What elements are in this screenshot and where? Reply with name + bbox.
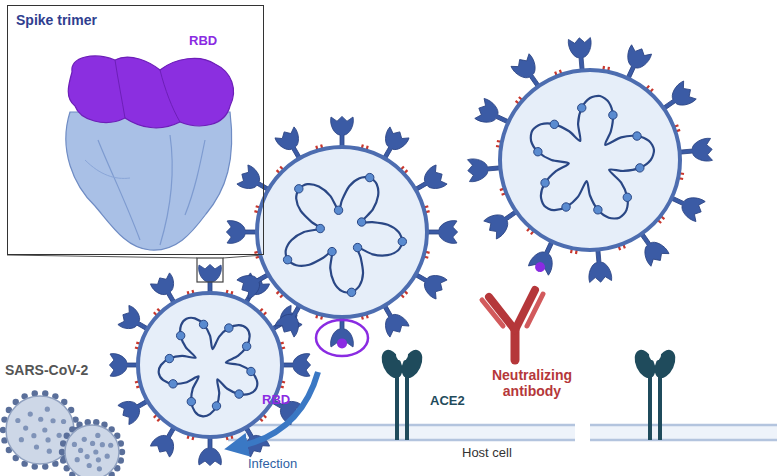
nucleocapsid — [283, 256, 291, 264]
spike-protein — [679, 138, 714, 164]
domain-label: RBD — [189, 34, 217, 49]
nucleocapsid — [165, 354, 173, 362]
virus — [226, 116, 457, 348]
nucleocapsid — [594, 206, 602, 214]
virus — [467, 37, 713, 283]
nucleocapsid — [242, 342, 250, 350]
spike-protein — [586, 249, 612, 284]
nucleocapsid — [609, 111, 617, 119]
viral-rna — [531, 96, 654, 219]
domain-label: RBD — [262, 393, 290, 408]
nucleocapsid — [366, 173, 374, 181]
nucleocapsid — [633, 132, 641, 140]
nucleocapsid — [623, 193, 631, 201]
inset-panel: Spike trimerRBD — [7, 5, 264, 255]
text-holder: RBD — [189, 34, 217, 49]
virus-group — [0, 37, 713, 476]
nucleocapsid — [295, 185, 303, 193]
spike-trimer — [66, 56, 234, 250]
nucleocapsid — [534, 148, 542, 156]
virus-envelope — [257, 147, 427, 317]
nucleocapsid — [550, 120, 558, 128]
text-holder: RBD — [262, 393, 290, 408]
virus-particle — [59, 419, 125, 476]
nucleocapsid — [578, 104, 586, 112]
nucleocapsid — [541, 179, 549, 187]
spike-protein — [226, 221, 257, 244]
process-label: Infection — [248, 457, 297, 472]
spike-protein — [331, 116, 354, 147]
viral-rna — [159, 318, 257, 416]
spike-protein — [199, 437, 222, 466]
spike-protein — [282, 354, 311, 377]
nucleocapsid — [328, 247, 336, 255]
nucleocapsid — [247, 367, 255, 375]
viral-rna — [286, 177, 403, 292]
zoom-box — [197, 258, 223, 282]
spike-protein — [427, 221, 458, 244]
nucleocapsid — [357, 218, 365, 226]
text-holder: SARS-CoV-2 — [5, 362, 88, 378]
spike-protein — [199, 264, 222, 293]
ace2-receptor — [378, 347, 427, 440]
nucleocapsid — [212, 402, 220, 410]
infection-arrow — [236, 372, 318, 447]
host-membrane — [228, 425, 777, 440]
panel-title: Spike trimer — [16, 12, 97, 28]
antibody — [482, 290, 543, 360]
nucleocapsid — [353, 243, 361, 251]
receptor-label: ACE2 — [430, 394, 465, 409]
region-label: Host cell — [462, 446, 512, 461]
nucleocapsid — [235, 390, 243, 398]
nucleocapsid — [169, 380, 177, 388]
text-holder: Spike trimer — [16, 12, 97, 28]
virus-envelope — [500, 70, 680, 250]
antibody-label: Neutralizing antibody — [462, 367, 602, 399]
nucleocapsid — [636, 164, 644, 172]
nucleocapsid — [334, 206, 342, 214]
spike-protein — [467, 156, 502, 182]
text-holder: Host cell — [462, 446, 512, 461]
nucleocapsid — [316, 224, 324, 232]
nucleocapsid — [398, 237, 406, 245]
rbd-highlight — [316, 320, 368, 356]
nucleocapsid — [562, 203, 570, 211]
text-holder: Neutralizing antibody — [462, 367, 602, 399]
ace2-receptor — [631, 347, 680, 440]
virus-envelope — [138, 293, 282, 437]
nucleocapsid — [176, 331, 184, 339]
nucleocapsid — [347, 288, 355, 296]
nucleocapsid — [225, 324, 233, 332]
spike-protein — [109, 354, 138, 377]
nucleocapsid — [187, 397, 195, 405]
text-holder: ACE2 — [430, 394, 465, 409]
text-holder: Infection — [248, 457, 297, 472]
nucleocapsid — [199, 320, 207, 328]
virus — [109, 264, 310, 465]
zoom-line — [7, 255, 197, 258]
zoom-line — [223, 255, 264, 258]
spike-protein — [568, 37, 594, 72]
virus-name: SARS-CoV-2 — [5, 362, 88, 378]
